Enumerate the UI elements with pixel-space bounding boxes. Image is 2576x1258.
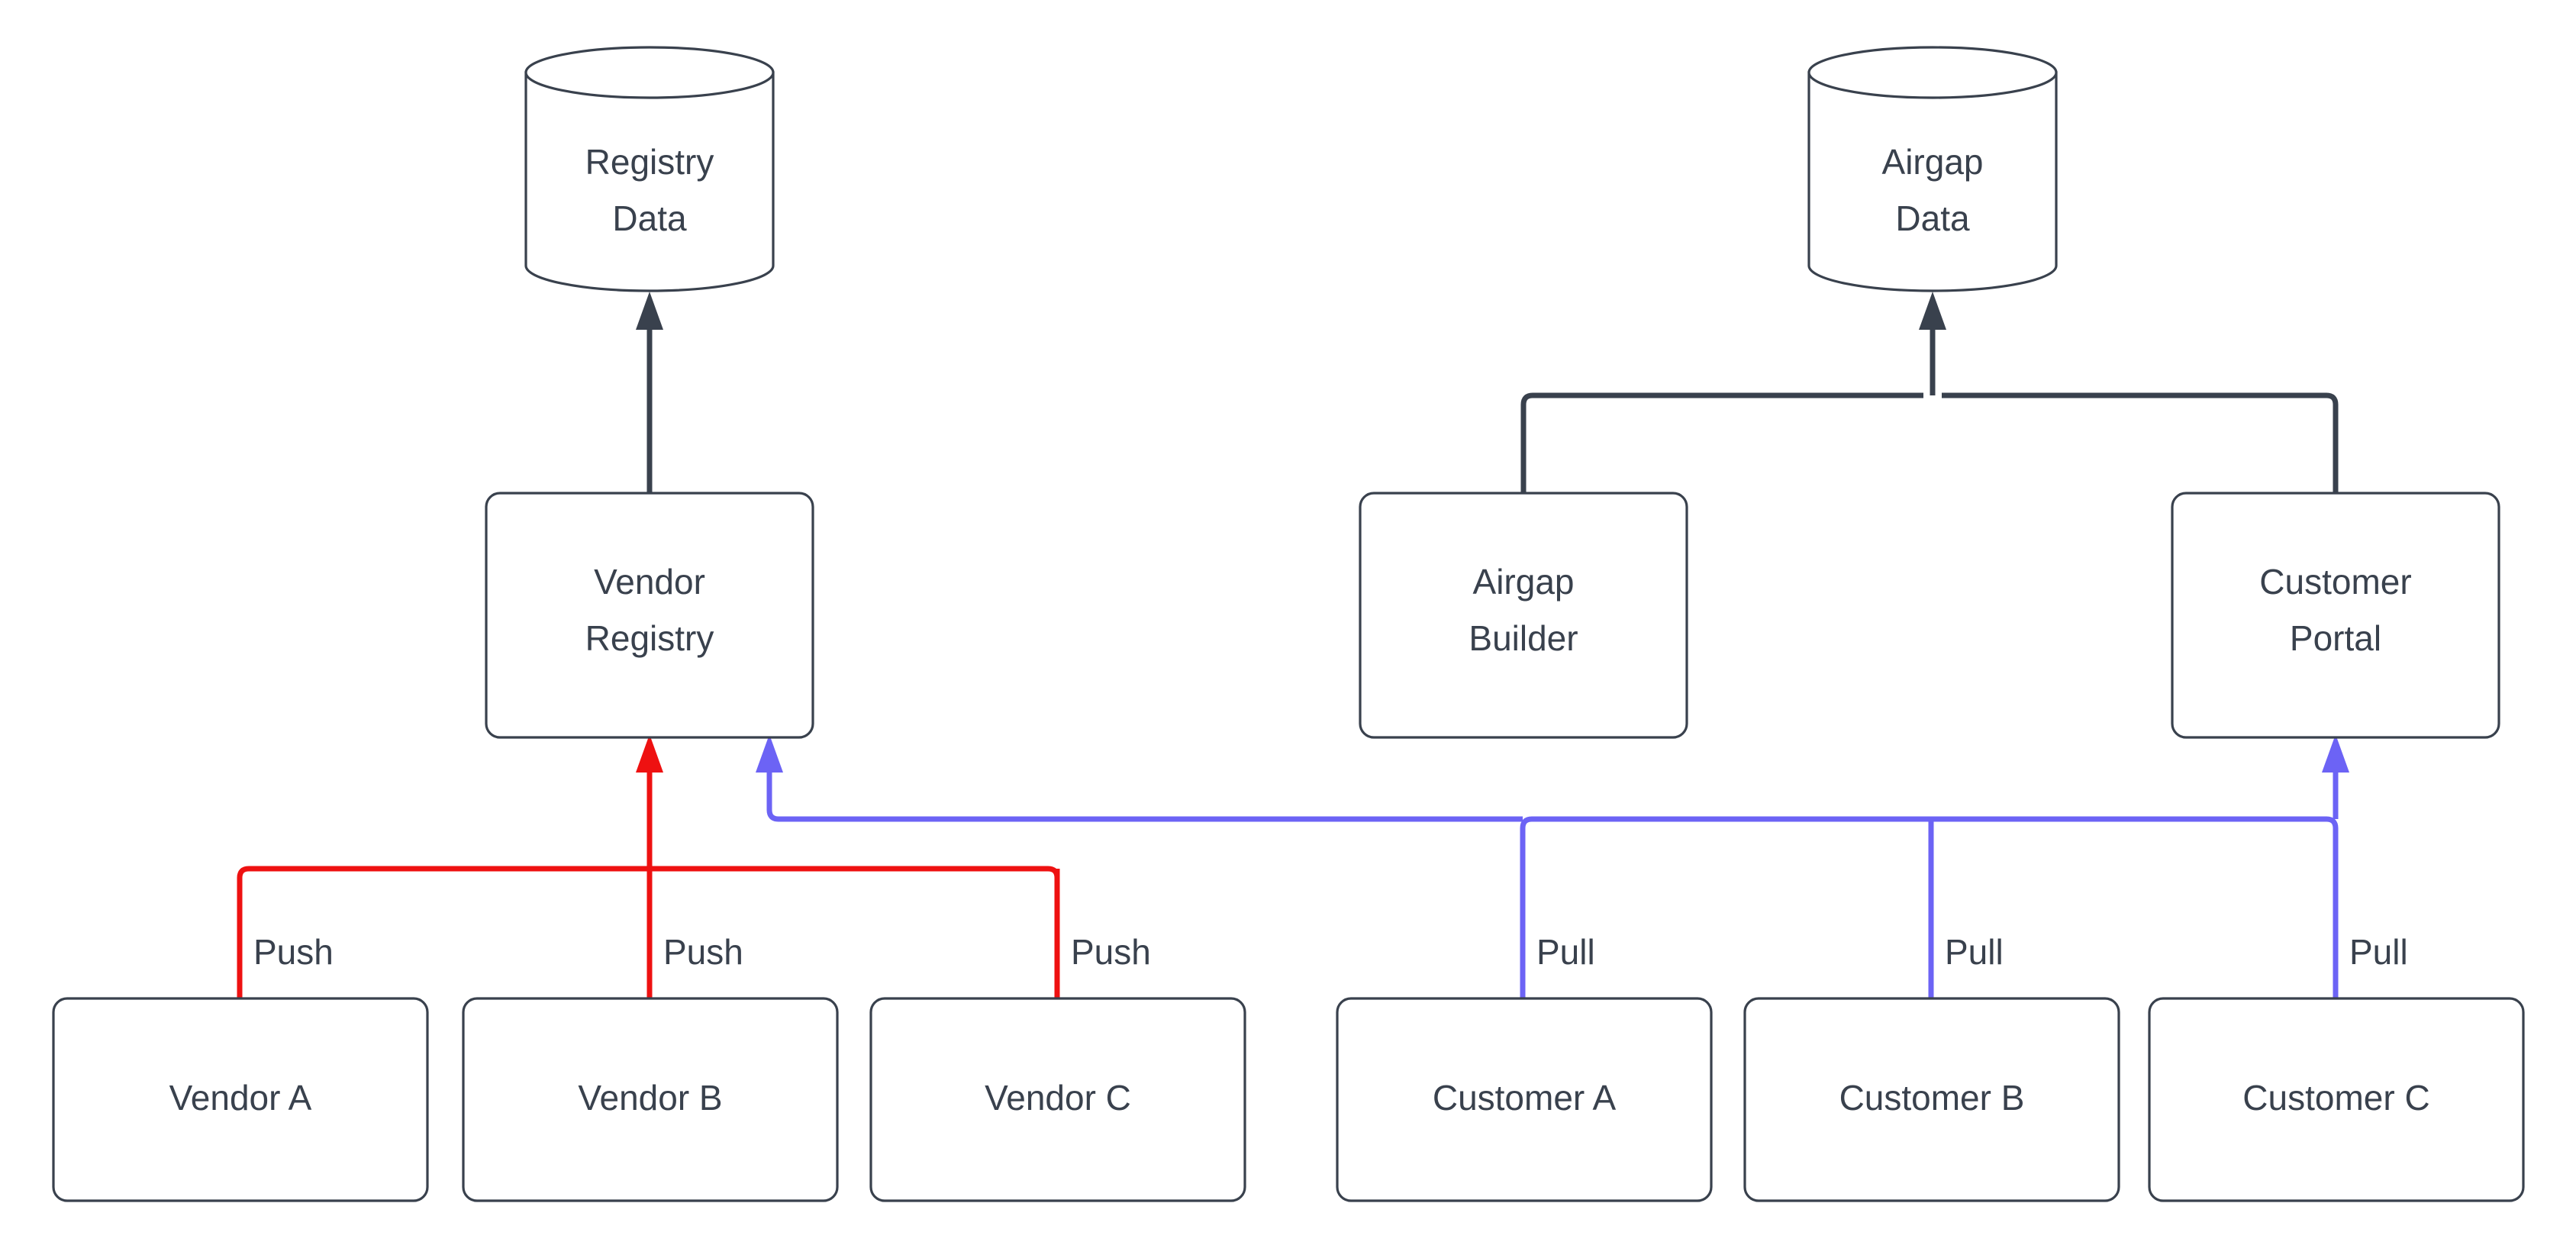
edge-label-pull-customer-c: Pull [2349,932,2408,972]
node-vendor-a-label: Vendor A [169,1078,312,1118]
datastore-registry-data[interactable]: Registry Data [524,46,775,292]
datastore-registry-data-label-line2: Data [612,198,687,238]
node-customer-portal-label-line1: Customer [2259,562,2411,602]
node-airgap-builder[interactable]: Airgap Builder [1359,492,1688,739]
node-vendor-c-label: Vendor C [985,1078,1131,1118]
node-vendor-registry-label-line2: Registry [585,618,714,658]
node-customer-b[interactable]: Customer B [1743,997,2120,1202]
node-vendor-b-label: Vendor B [578,1078,722,1118]
edge-label-push-vendor-a: Push [253,932,334,972]
node-customer-c-label: Customer C [2242,1078,2429,1118]
node-airgap-builder-label-line2: Builder [1469,618,1578,658]
edge-airgap-builder-to-airgap-data [1520,392,1923,492]
node-airgap-builder-label-line1: Airgap [1473,562,1575,602]
node-customer-b-label: Customer B [1839,1078,2025,1118]
edge-push-network [237,734,1060,998]
node-customer-a-label: Customer A [1433,1078,1617,1118]
node-customer-c[interactable]: Customer C [2148,997,2525,1202]
edge-label-pull-customer-b: Pull [1945,932,2004,972]
datastore-registry-data-label-line1: Registry [585,142,714,182]
datastore-airgap-data-label-line2: Data [1895,198,1970,238]
node-vendor-c[interactable]: Vendor C [869,997,1246,1202]
datastore-airgap-data[interactable]: Airgap Data [1807,46,2058,292]
edge-label-pull-customer-a: Pull [1536,932,1595,972]
edge-customer-portal-to-airgap-data [1942,392,2339,492]
edge-label-push-vendor-b: Push [663,932,743,972]
node-vendor-registry[interactable]: Vendor Registry [485,492,814,739]
node-customer-portal-label-line2: Portal [2290,618,2381,658]
edge-pull-network [756,734,2349,998]
node-customer-a[interactable]: Customer A [1336,997,1713,1202]
datastore-airgap-data-label-line1: Airgap [1882,142,1984,182]
node-vendor-registry-label-line1: Vendor [594,562,705,602]
edge-label-push-vendor-c: Push [1071,932,1151,972]
edge-vendor-registry-to-registry-data [636,292,663,492]
node-vendor-b[interactable]: Vendor B [462,997,839,1202]
node-vendor-a[interactable]: Vendor A [52,997,429,1202]
edge-airgap-trunk-riser [1919,292,1946,395]
node-customer-portal[interactable]: Customer Portal [2171,492,2500,739]
